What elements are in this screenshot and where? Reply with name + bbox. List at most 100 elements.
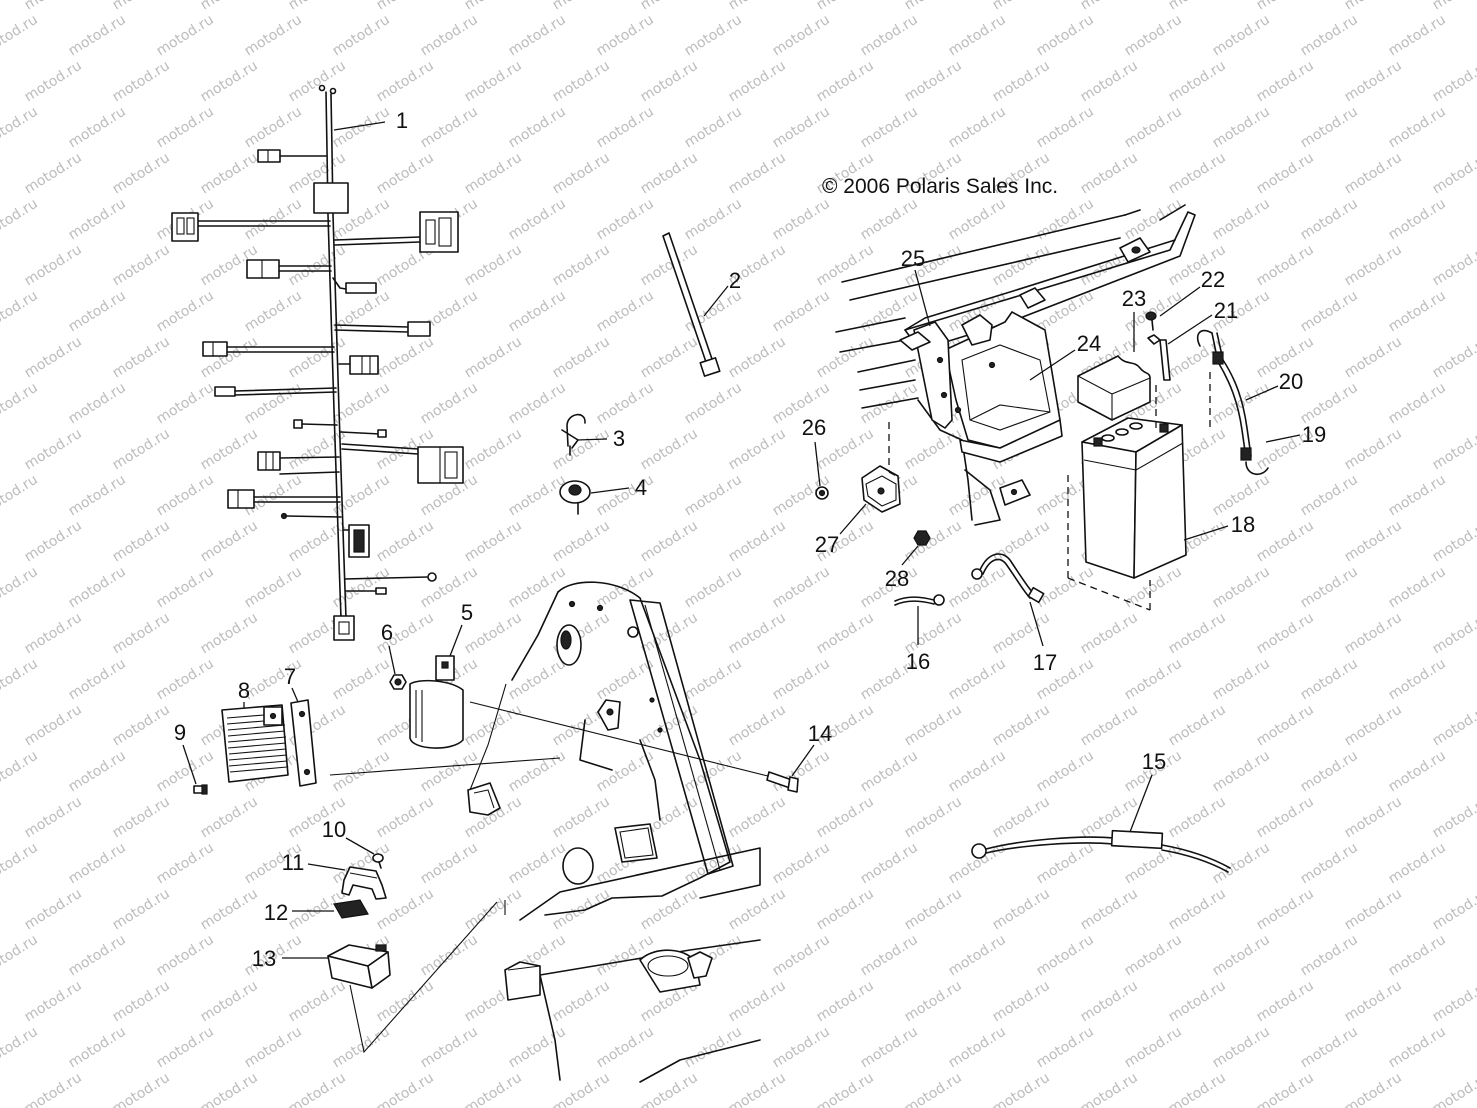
watermark-text: motod.ru: [1342, 242, 1405, 290]
screw-shank: [378, 861, 382, 869]
harness-connector: [407, 321, 431, 337]
watermark-text: motod.ru: [946, 196, 1009, 244]
ground-cable-ring: [971, 843, 987, 859]
callout-10: 10: [322, 817, 346, 842]
watermark-text: motod.ru: [638, 334, 701, 382]
leader-10: [345, 837, 375, 855]
leader-26: [814, 441, 821, 487]
watermark-text: motod.ru: [1430, 334, 1477, 382]
callout-18: 18: [1231, 512, 1255, 537]
watermark-text: motod.ru: [66, 472, 129, 520]
watermark-text: motod.ru: [506, 840, 569, 888]
watermark-text: motod.ru: [242, 104, 305, 152]
frame-hole: [657, 727, 663, 733]
watermark-text: motod.ru: [770, 748, 833, 796]
callout-25: 25: [901, 246, 925, 271]
watermark-text: motod.ru: [506, 288, 569, 336]
watermark-text: motod.ru: [1386, 196, 1449, 244]
battery-terminal: [1159, 423, 1169, 433]
battery-screw-washer: [1147, 334, 1161, 345]
watermark-text: motod.ru: [418, 1024, 481, 1072]
callout-28: 28: [885, 566, 909, 591]
frame-square-stub-edge: [507, 965, 541, 971]
watermark-text: motod.ru: [506, 656, 569, 704]
watermark-text: motod.ru: [1210, 196, 1273, 244]
watermark-text: motod.ru: [990, 702, 1053, 750]
watermark-text: motod.ru: [1034, 12, 1097, 60]
watermark-text: motod.ru: [1210, 12, 1273, 60]
watermark-text: motod.ru: [0, 196, 41, 244]
harness-terminal: [375, 587, 387, 595]
leader-21: [1167, 314, 1213, 345]
watermark-text: motod.ru: [66, 196, 129, 244]
watermark-text: motod.ru: [682, 12, 745, 60]
watermark-text: motod.ru: [1474, 564, 1477, 612]
battery-pad-body: [1077, 355, 1151, 421]
watermark-text: motod.ru: [22, 426, 85, 474]
watermark-text: motod.ru: [726, 58, 789, 106]
watermark-text: motod.ru: [110, 426, 173, 474]
callout-leaders: [182, 121, 1301, 959]
battery: [1081, 417, 1187, 579]
harness-branch: [334, 236, 421, 241]
watermark-text: motod.ru: [506, 1024, 569, 1072]
harness-branch: [334, 241, 421, 246]
callout-4: 4: [635, 475, 647, 500]
watermark-text: motod.ru: [638, 1070, 701, 1108]
watermark-text: motod.ru: [286, 1070, 349, 1108]
callout-20: 20: [1279, 369, 1303, 394]
callout-8: 8: [238, 678, 250, 703]
watermark-text: motod.ru: [242, 564, 305, 612]
watermark-text: motod.ru: [1474, 656, 1477, 704]
watermark-text: motod.ru: [1298, 380, 1361, 428]
short-cable-wire: [894, 600, 935, 606]
frame-hole: [627, 626, 639, 638]
frame-rail-edge: [644, 604, 721, 871]
watermark-text: motod.ru: [726, 334, 789, 382]
leader-22: [1159, 286, 1201, 317]
frame-bracket-edge: [579, 719, 613, 771]
watermark-text: motod.ru: [22, 978, 85, 1026]
watermark-text: motod.ru: [1078, 610, 1141, 658]
watermark-text: motod.ru: [1122, 12, 1185, 60]
battery-cap: [1101, 434, 1115, 442]
frame-mount-hole: [936, 356, 944, 364]
harness-junction-box: [313, 182, 349, 214]
assembly-line: [329, 757, 561, 776]
harness-connector: [202, 341, 228, 357]
screw-head: [372, 853, 384, 863]
frame-mount-body: [913, 321, 953, 429]
watermark-text: motod.ru: [0, 288, 41, 336]
harness-connector-pin: [186, 217, 195, 235]
watermark-text: motod.ru: [1474, 104, 1477, 152]
frame-cross-member-side: [539, 974, 561, 1081]
leader-28: [901, 545, 919, 566]
battery-lid-edge: [1135, 442, 1184, 471]
callout-12: 12: [264, 900, 288, 925]
frame-tube-end-edge: [647, 955, 689, 977]
frame-hole: [606, 708, 614, 716]
short-cable: [894, 594, 945, 606]
watermark-text: motod.ru: [1342, 426, 1405, 474]
watermark-text: motod.ru: [726, 886, 789, 934]
watermark-text: motod.ru: [1034, 196, 1097, 244]
voltage-regulator-terminal: [269, 712, 277, 720]
watermark-text: motod.ru: [902, 1070, 965, 1108]
frame-rear-rail: [841, 214, 1126, 283]
harness-branch: [334, 324, 409, 328]
leader-6: [388, 645, 396, 675]
callout-16: 16: [906, 649, 930, 674]
watermark-text: motod.ru: [1430, 702, 1477, 750]
harness-connector: [345, 282, 377, 294]
watermark-text: motod.ru: [858, 932, 921, 980]
watermark-text: motod.ru: [550, 978, 613, 1026]
watermark-text: motod.ru: [1298, 104, 1361, 152]
flange-nut: [815, 486, 829, 500]
watermark-text: motod.ru: [814, 610, 877, 658]
watermark-text: motod.ru: [1210, 748, 1273, 796]
watermark-text: motod.ru: [990, 58, 1053, 106]
watermark-text: motod.ru: [110, 518, 173, 566]
callout-19: 19: [1302, 422, 1326, 447]
watermark-text: motod.ru: [0, 472, 41, 520]
watermark-text: motod.ru: [1386, 12, 1449, 60]
